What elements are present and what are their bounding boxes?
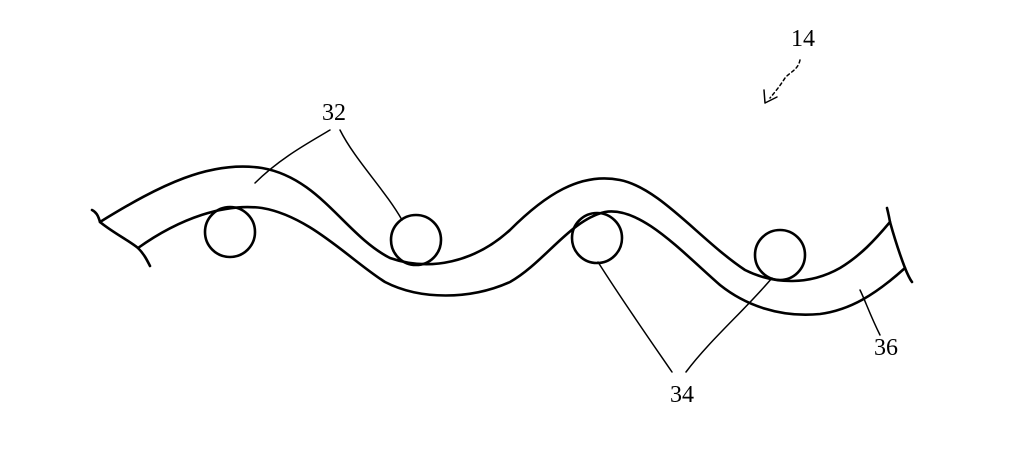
strip-right-break (885, 206, 914, 284)
sphere-3 (570, 211, 624, 265)
label-36: 36 (874, 335, 898, 361)
strip-left-break (90, 208, 152, 268)
leader-34-a (597, 261, 673, 373)
leader-32-b (339, 129, 403, 221)
assembly-arrow-head (763, 89, 778, 104)
label-14: 14 (791, 26, 815, 52)
strip-lower-edge (136, 205, 907, 316)
sphere-1 (203, 205, 257, 259)
label-32: 32 (322, 100, 346, 126)
sphere-4 (753, 228, 807, 282)
leader-36 (859, 289, 881, 336)
sphere-2 (389, 213, 443, 267)
label-34: 34 (670, 382, 694, 408)
strip-upper-edge (98, 165, 892, 283)
assembly-arrow-shaft (769, 59, 801, 99)
leader-34-b (685, 277, 773, 373)
leader-32-a (254, 129, 331, 184)
